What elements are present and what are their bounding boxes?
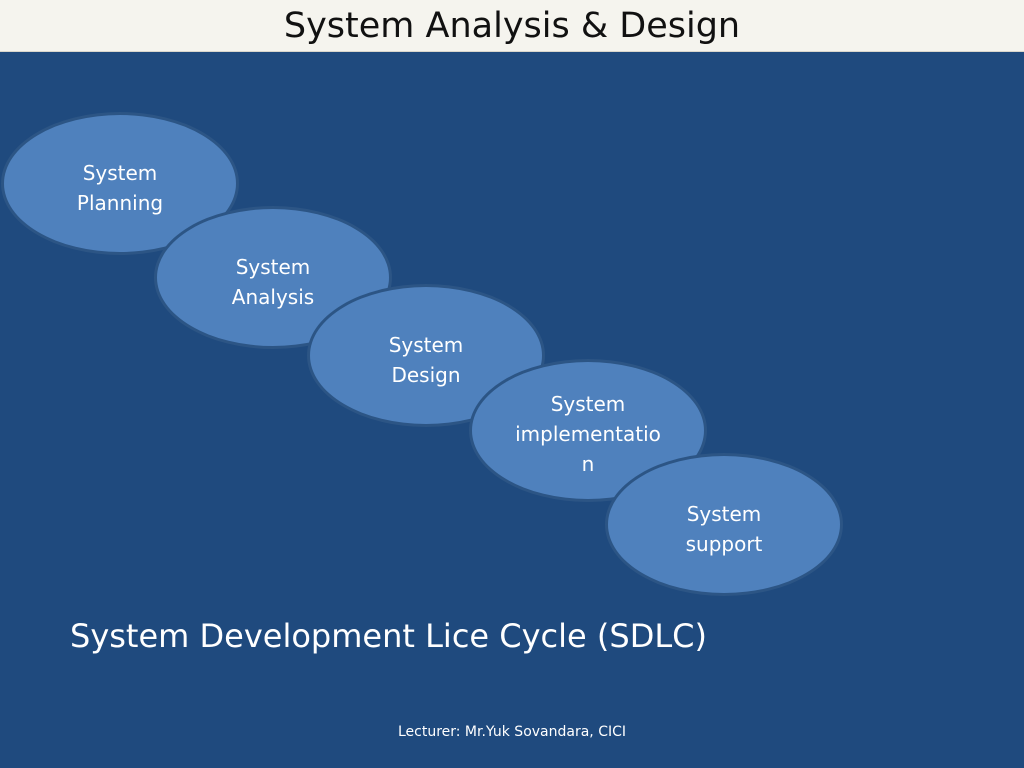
lecturer-footer: Lecturer: Mr.Yuk Sovandara, CICI — [397, 724, 627, 740]
stage-system-support[interactable]: System support — [605, 453, 843, 596]
title-bar: System Analysis & Design — [0, 0, 1024, 52]
stage-label: System support — [685, 502, 763, 556]
diagram-caption: System Development Lice Cycle (SDLC) — [70, 617, 707, 655]
stage-label: System Planning — [76, 161, 164, 215]
stage-label: System implementation — [515, 392, 661, 476]
stage-label: System Analysis — [231, 255, 315, 309]
stage-label: System Design — [388, 333, 464, 387]
stage-system-design[interactable]: System Design — [307, 284, 545, 427]
slide-title: System Analysis & Design — [283, 6, 741, 46]
